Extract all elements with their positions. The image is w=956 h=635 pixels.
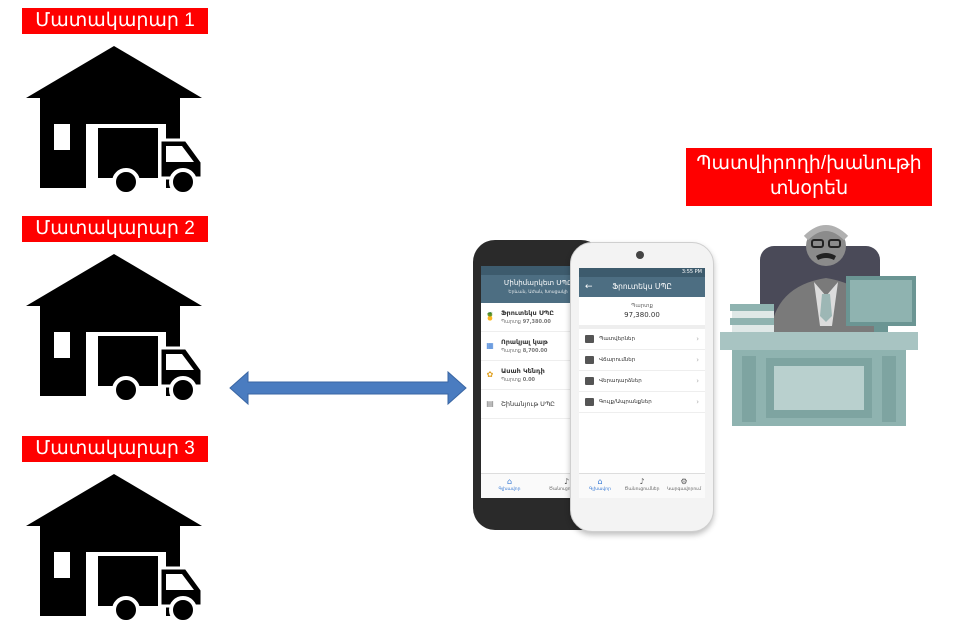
milk-icon: ▦	[486, 341, 494, 350]
supplier-2: Մատակարար 2	[22, 216, 208, 404]
menu-item-payments[interactable]: Վճարումներ ›	[579, 350, 705, 371]
app-subtitle: Երևան, Աժան, Խոսցակի	[508, 290, 568, 295]
card-icon	[585, 356, 594, 364]
gear-icon: ⚙	[680, 477, 688, 486]
return-box-icon	[585, 377, 594, 385]
warehouse-truck-icon	[26, 254, 204, 404]
manager-at-desk-illustration	[720, 225, 918, 426]
tab-notifications[interactable]: ♪Ծանուցումներ	[621, 474, 663, 498]
status-bar	[481, 266, 595, 275]
store-item[interactable]: ▤ Շինանյութ ՍՊԸ	[481, 390, 595, 419]
supplier-1-label: Մատակարար 1	[22, 8, 208, 34]
camera-icon	[636, 251, 644, 259]
app-title: Մինիմարկետ ՍՊԸ	[503, 279, 573, 287]
bottom-tabs: ⌂Գլխավոր ♪Ծանուցումներ ⚙Կարգավորում	[579, 473, 705, 498]
tab-settings[interactable]: ⚙Կարգավորում	[663, 474, 705, 498]
menu-item-orders[interactable]: Պատվերներ ›	[579, 329, 705, 350]
chart-icon	[585, 398, 594, 406]
home-icon: ⌂	[506, 477, 513, 486]
supplier-1: Մատակարար 1	[22, 8, 208, 196]
balance-label: Պարտք	[630, 303, 654, 309]
candy-icon: ✿	[486, 370, 494, 379]
balance-value: 97,380.00	[624, 311, 660, 319]
owner-label: Պատվիրողի/խանութի տնօրեն	[686, 148, 932, 206]
bell-icon: ♪	[563, 477, 570, 486]
back-arrow-icon[interactable]: ←	[585, 282, 593, 292]
building-icon: ▤	[486, 399, 494, 408]
supplier-3: Մատակարար 3	[22, 436, 208, 624]
chevron-right-icon: ›	[696, 335, 699, 343]
warehouse-truck-icon	[26, 46, 204, 196]
balance-panel: Պարտք 97,380.00	[579, 297, 705, 329]
supplier-3-label: Մատակարար 3	[22, 436, 208, 462]
status-bar: 3:55 PM	[579, 268, 705, 277]
menu-item-returns[interactable]: Վերադարձներ ›	[579, 371, 705, 392]
chevron-right-icon: ›	[696, 377, 699, 385]
warehouse-truck-icon	[26, 474, 204, 624]
bell-icon: ♪	[639, 477, 645, 486]
fruit-icon: 🍍	[485, 312, 495, 321]
app-title: Ֆրուտեկս ՍՊԸ	[612, 282, 672, 291]
menu-item-goods[interactable]: Գույք/Ապրանքներ ›	[579, 392, 705, 413]
supplier-2-label: Մատակարար 2	[22, 216, 208, 242]
tab-notifications[interactable]: ♪Ծանուցումներ	[538, 474, 595, 498]
tab-home[interactable]: ⌂Գլխավոր	[481, 474, 538, 498]
phone-front: 3:55 PM ← Ֆրուտեկս ՍՊԸ Պարտք 97,380.00 Պ…	[570, 242, 714, 532]
chevron-right-icon: ›	[696, 398, 699, 406]
home-icon: ⌂	[597, 477, 603, 486]
phone-front-screen: 3:55 PM ← Ֆրուտեկս ՍՊԸ Պարտք 97,380.00 Պ…	[579, 268, 705, 498]
clipboard-icon	[585, 335, 594, 343]
chevron-right-icon: ›	[696, 356, 699, 364]
double-arrow-connector	[229, 370, 467, 406]
tab-home[interactable]: ⌂Գլխավոր	[579, 474, 621, 498]
app-header: ← Ֆրուտեկս ՍՊԸ	[579, 277, 705, 297]
